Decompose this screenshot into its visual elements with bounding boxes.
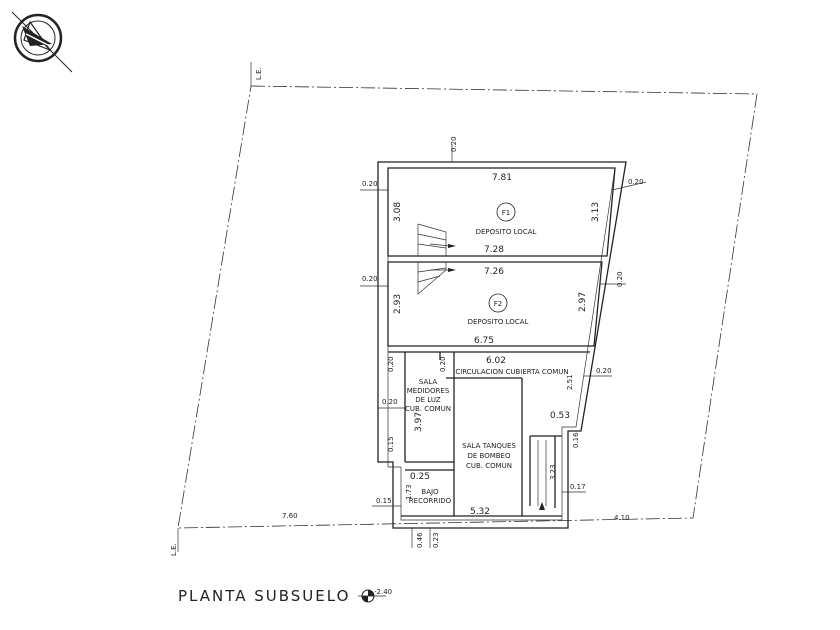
unit-f1: F1 DEPOSITO LOCAL 7.81 7.28 3.08 3.13 — [393, 173, 601, 255]
lot-boundary — [177, 62, 758, 552]
tanks-line1: SALA TANQUES — [462, 442, 516, 450]
under-stair-width: 0.25 — [410, 472, 430, 482]
dim-left-meters: 0.20 — [382, 398, 398, 406]
level-value: -2.40 — [374, 588, 392, 596]
meters-line2: MEDIDORES — [407, 387, 450, 395]
tanks-line2: DE BOMBEO — [467, 452, 510, 460]
boundary-label-top: L.E. — [255, 67, 263, 80]
tanks-depth: 3.23 — [549, 464, 557, 480]
dim-left-f2: 0.20 — [362, 275, 378, 283]
tanks-width: 5.32 — [470, 507, 490, 517]
unit-f1-tag-icon — [496, 202, 516, 222]
under-stair-line2: RECORRIDO — [409, 497, 452, 505]
under-stair-line1: BAJO — [421, 488, 439, 496]
circulation-width: 6.02 — [486, 356, 506, 366]
level-marker-icon — [358, 589, 386, 603]
north-arrow-icon — [11, 11, 73, 73]
dim-front-right: 4.10 — [614, 514, 630, 522]
unit-f2-width-bottom: 6.75 — [474, 336, 494, 346]
unit-f2-tag-icon — [488, 293, 508, 313]
dim-right-f1: 0.20 — [628, 178, 644, 186]
tanks-right-width: 0.53 — [550, 411, 570, 421]
dim-right-low2: 0.17 — [570, 483, 586, 491]
dim-right-circ: 0.20 — [596, 367, 612, 375]
unit-f1-name: DEPOSITO LOCAL — [476, 228, 537, 236]
dim-left-low2: 0.15 — [376, 497, 392, 505]
circulation-name: CIRCULACION CUBIERTA COMUN — [455, 368, 568, 376]
under-stair-depth: 1.73 — [405, 484, 413, 500]
dim-bottom1: 0.46 — [416, 532, 424, 548]
room-under-stair: 0.25 BAJO RECORRIDO 1.73 — [405, 472, 452, 505]
plan-title: PLANTA SUBSUELO — [178, 587, 350, 605]
unit-f1-depth-right: 3.13 — [591, 202, 601, 222]
unit-f2-width-top: 7.26 — [484, 267, 504, 277]
unit-f2: F2 DEPOSITO LOCAL 7.26 6.75 2.93 2.97 — [393, 267, 588, 346]
dim-left-low1: 0.15 — [387, 436, 395, 452]
meters-depth: 3.97 — [414, 412, 424, 432]
dim-top: 0.20 — [450, 136, 458, 152]
unit-f1-depth-left: 3.08 — [393, 202, 403, 222]
unit-f2-depth-left: 2.93 — [393, 294, 403, 314]
room-tanks: SALA TANQUES DE BOMBEO CUB. COMUN 5.32 0… — [462, 411, 570, 517]
room-circulation: 6.02 CIRCULACION CUBIERTA COMUN 2.51 — [455, 356, 574, 390]
unit-f2-depth-right: 2.97 — [578, 292, 588, 312]
meters-line3: DE LUZ — [415, 396, 441, 404]
wall-dimensions: 0.20 0.20 0.20 0.20 0.20 0.20 0.20 0.20 … — [282, 136, 647, 548]
boundary-label-bottom: L.E. — [170, 543, 178, 556]
building-walls — [377, 161, 627, 529]
meters-line1: SALA — [419, 378, 437, 386]
unit-f2-name: DEPOSITO LOCAL — [468, 318, 529, 326]
dim-left-circ: 0.20 — [387, 356, 395, 372]
circulation-right-dim: 2.51 — [566, 374, 574, 390]
unit-f2-id: F2 — [494, 300, 502, 308]
unit-f1-id: F1 — [502, 209, 510, 217]
meters-line4: CUB. COMUN — [405, 405, 451, 413]
room-meters: SALA MEDIDORES DE LUZ CUB. COMUN 3.97 — [405, 378, 451, 432]
dim-front-left: 7.60 — [282, 512, 298, 520]
unit-f1-width-top: 7.81 — [492, 173, 512, 183]
tanks-line3: CUB. COMUN — [466, 462, 512, 470]
dim-left-circ2: 0.20 — [439, 356, 447, 372]
unit-f1-width-bottom: 7.28 — [484, 245, 504, 255]
dim-bottom2: 0.23 — [432, 532, 440, 548]
dim-right-f2: 0.20 — [616, 271, 624, 287]
dim-right-low1: 0.16 — [572, 432, 580, 448]
dim-left-f1: 0.20 — [362, 180, 378, 188]
